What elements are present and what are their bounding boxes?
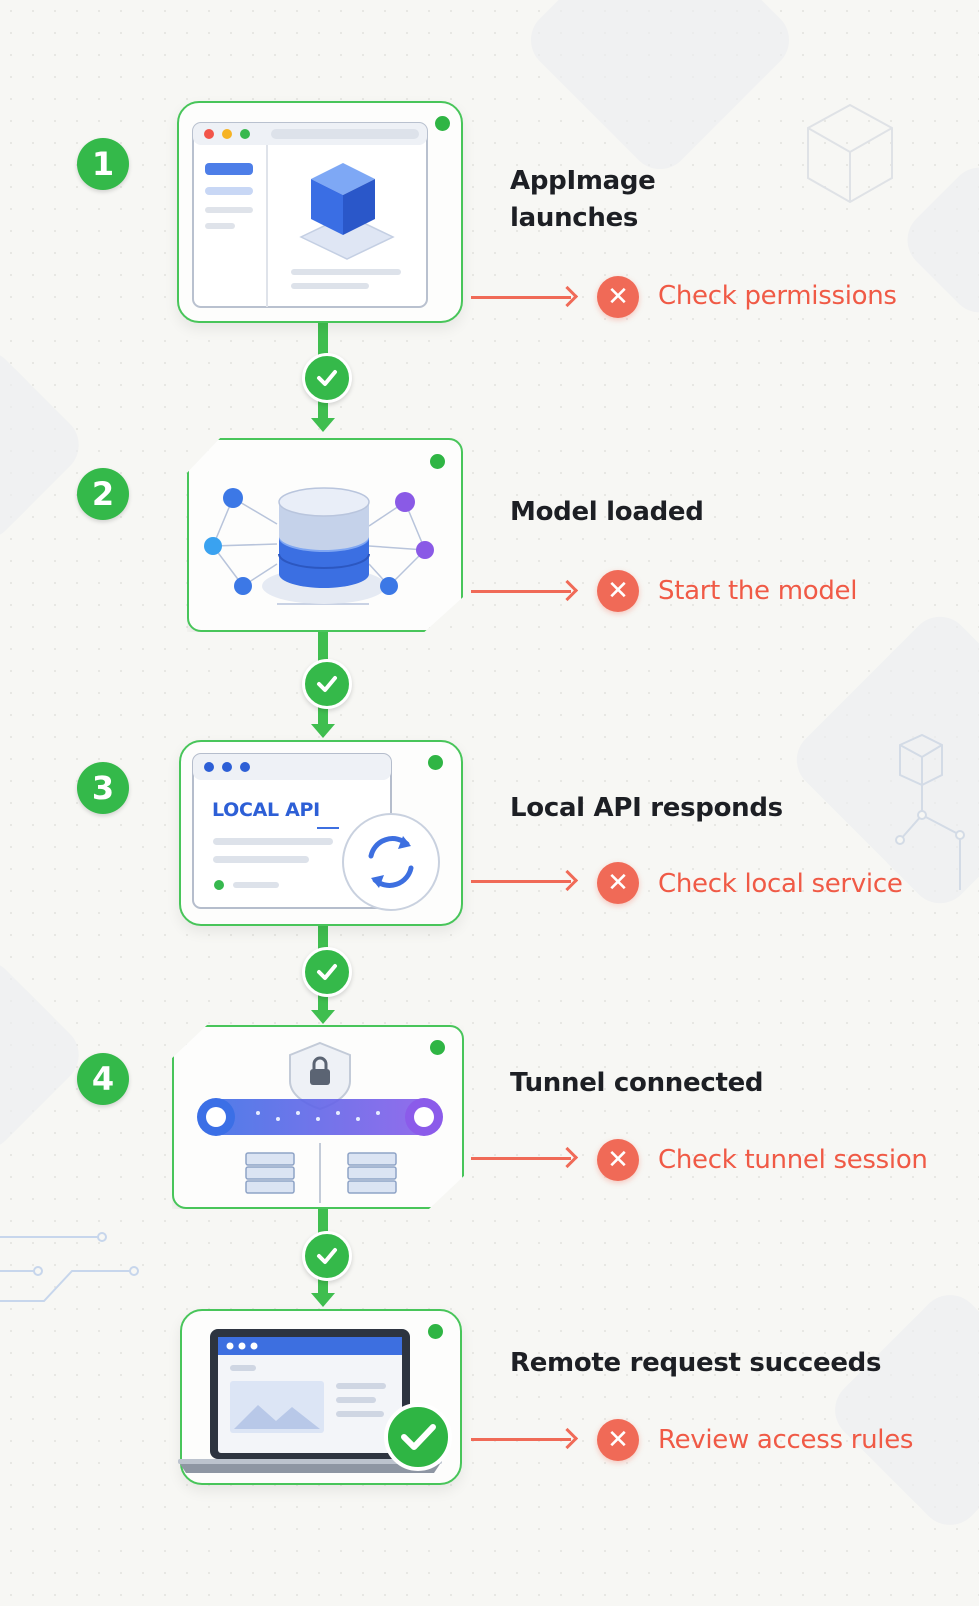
model-card <box>187 438 463 632</box>
status-dot <box>428 755 443 770</box>
step-title: AppImage launches <box>510 166 656 233</box>
step-number-badge: 1 <box>77 138 129 190</box>
step-number-badge: 3 <box>77 762 129 814</box>
failure-arrow <box>471 1438 571 1441</box>
x-icon: ✕ <box>597 1419 639 1461</box>
step-title: Model loaded <box>510 497 704 527</box>
api-window-illustration <box>192 753 440 911</box>
failure-arrow <box>471 1157 571 1160</box>
step-number-badge: 2 <box>77 468 129 520</box>
pass-check-icon <box>302 1231 352 1281</box>
x-icon: ✕ <box>597 276 639 318</box>
step-number-badge: 4 <box>77 1053 129 1105</box>
laptop-illustration <box>178 1329 452 1473</box>
x-icon: ✕ <box>597 570 639 612</box>
x-icon: ✕ <box>597 1139 639 1181</box>
pass-check-icon <box>302 659 352 709</box>
local-api-label: LOCAL API <box>212 799 320 821</box>
failure-arrow <box>471 880 571 883</box>
remote-request-card <box>178 1309 462 1485</box>
status-dot <box>430 1040 445 1055</box>
step-title: Tunnel connected <box>510 1068 764 1098</box>
failure-action: Check permissions <box>658 281 897 311</box>
pass-check-icon <box>302 353 352 403</box>
tunnel-illustration <box>197 1041 443 1203</box>
background-cube-icon <box>807 103 893 204</box>
failure-arrow <box>471 296 571 299</box>
failure-action: Review access rules <box>658 1425 914 1455</box>
status-dot <box>430 454 445 469</box>
local-api-card: LOCAL API <box>179 740 463 926</box>
status-dot <box>428 1324 443 1339</box>
database-network-illustration <box>204 487 434 605</box>
step-title: Local API responds <box>510 793 783 823</box>
failure-action: Start the model <box>658 576 858 606</box>
failure-action: Check local service <box>658 869 903 899</box>
appimage-card <box>177 101 463 323</box>
tunnel-card <box>172 1025 464 1209</box>
failure-action: Check tunnel session <box>658 1145 928 1175</box>
app-window-illustration <box>192 122 428 308</box>
background-circuit-lines <box>0 1232 139 1302</box>
failure-arrow <box>471 590 571 593</box>
pass-check-icon <box>302 947 352 997</box>
step-title: Remote request succeeds <box>510 1348 882 1378</box>
x-icon: ✕ <box>597 862 639 904</box>
background-network-icon <box>895 733 965 890</box>
status-dot <box>435 116 450 131</box>
